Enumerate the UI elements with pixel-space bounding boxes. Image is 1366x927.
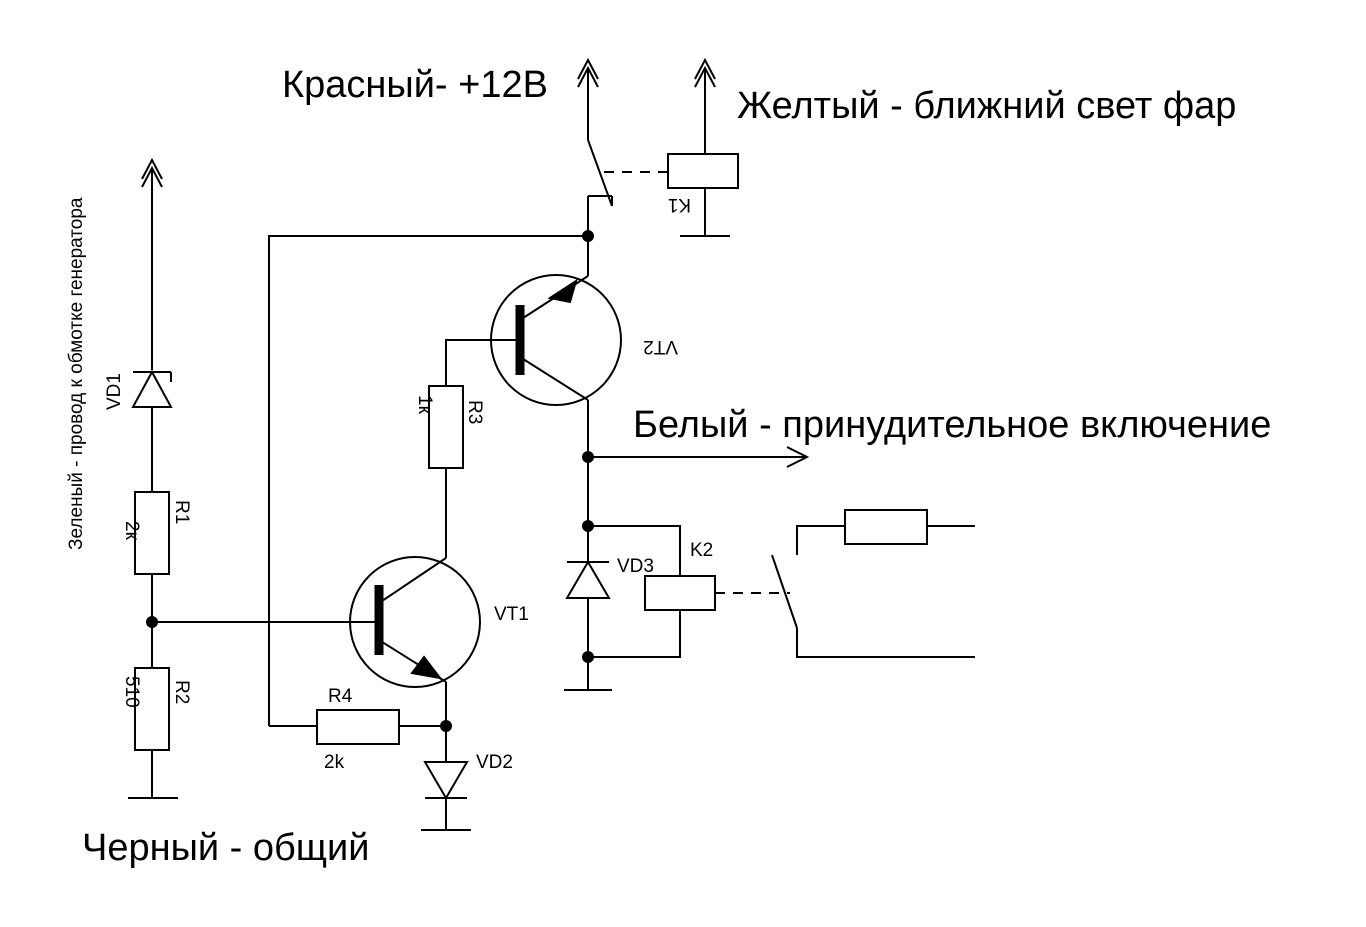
load-resistor bbox=[844, 509, 928, 545]
label-yellow-wire: Желтый - ближний свет фар bbox=[737, 85, 1236, 127]
resistor-r1 bbox=[134, 491, 170, 668]
k1-label: K1 bbox=[668, 194, 691, 215]
relay-k1-contact bbox=[587, 139, 613, 207]
diode-vd3 bbox=[565, 560, 611, 599]
resistor-r4 bbox=[269, 709, 446, 745]
green-wire-terminal bbox=[141, 157, 163, 370]
r2-value: 510 bbox=[121, 676, 142, 708]
vt1-label: VT1 bbox=[494, 604, 529, 625]
transistor-vt1 bbox=[349, 556, 481, 688]
vd1-label: VD1 bbox=[104, 373, 125, 410]
label-green-wire: Зеленый - провод к обмотке генератора bbox=[66, 197, 87, 550]
resistor-r3 bbox=[428, 339, 520, 469]
r4-value: 2k bbox=[324, 752, 345, 773]
k2-label: K2 bbox=[690, 540, 713, 561]
white-wire-arrow bbox=[786, 446, 810, 468]
relay-k1-coil bbox=[667, 153, 739, 237]
r3-label: R3 bbox=[464, 400, 485, 424]
r3-value: 1к bbox=[414, 395, 435, 415]
label-white-wire: Белый - принудительное включение bbox=[633, 404, 1271, 446]
vt2-label: VT2 bbox=[643, 336, 678, 357]
junction-bus bbox=[582, 230, 594, 242]
relay-k2-coil bbox=[588, 525, 716, 658]
r2-label: R2 bbox=[171, 680, 192, 704]
label-black-wire: Черный - общий bbox=[82, 827, 370, 869]
r1-label: R1 bbox=[171, 500, 192, 524]
diode-vd2 bbox=[421, 761, 471, 831]
yellow-wire-terminal bbox=[694, 57, 716, 154]
label-red-wire: Красный- +12В bbox=[282, 64, 548, 106]
relay-k2-contact bbox=[771, 525, 975, 658]
zener-diode-vd1 bbox=[131, 369, 173, 492]
vd3-label: VD3 bbox=[617, 556, 654, 577]
transistor-vt2 bbox=[490, 274, 622, 406]
vd2-label: VD2 bbox=[476, 752, 513, 773]
r1-value: 2к bbox=[121, 521, 142, 541]
wire-feedback-bus bbox=[268, 235, 588, 726]
r4-label: R4 bbox=[328, 686, 353, 707]
red-wire-terminal bbox=[577, 57, 599, 140]
resistor-r2 bbox=[128, 667, 178, 799]
